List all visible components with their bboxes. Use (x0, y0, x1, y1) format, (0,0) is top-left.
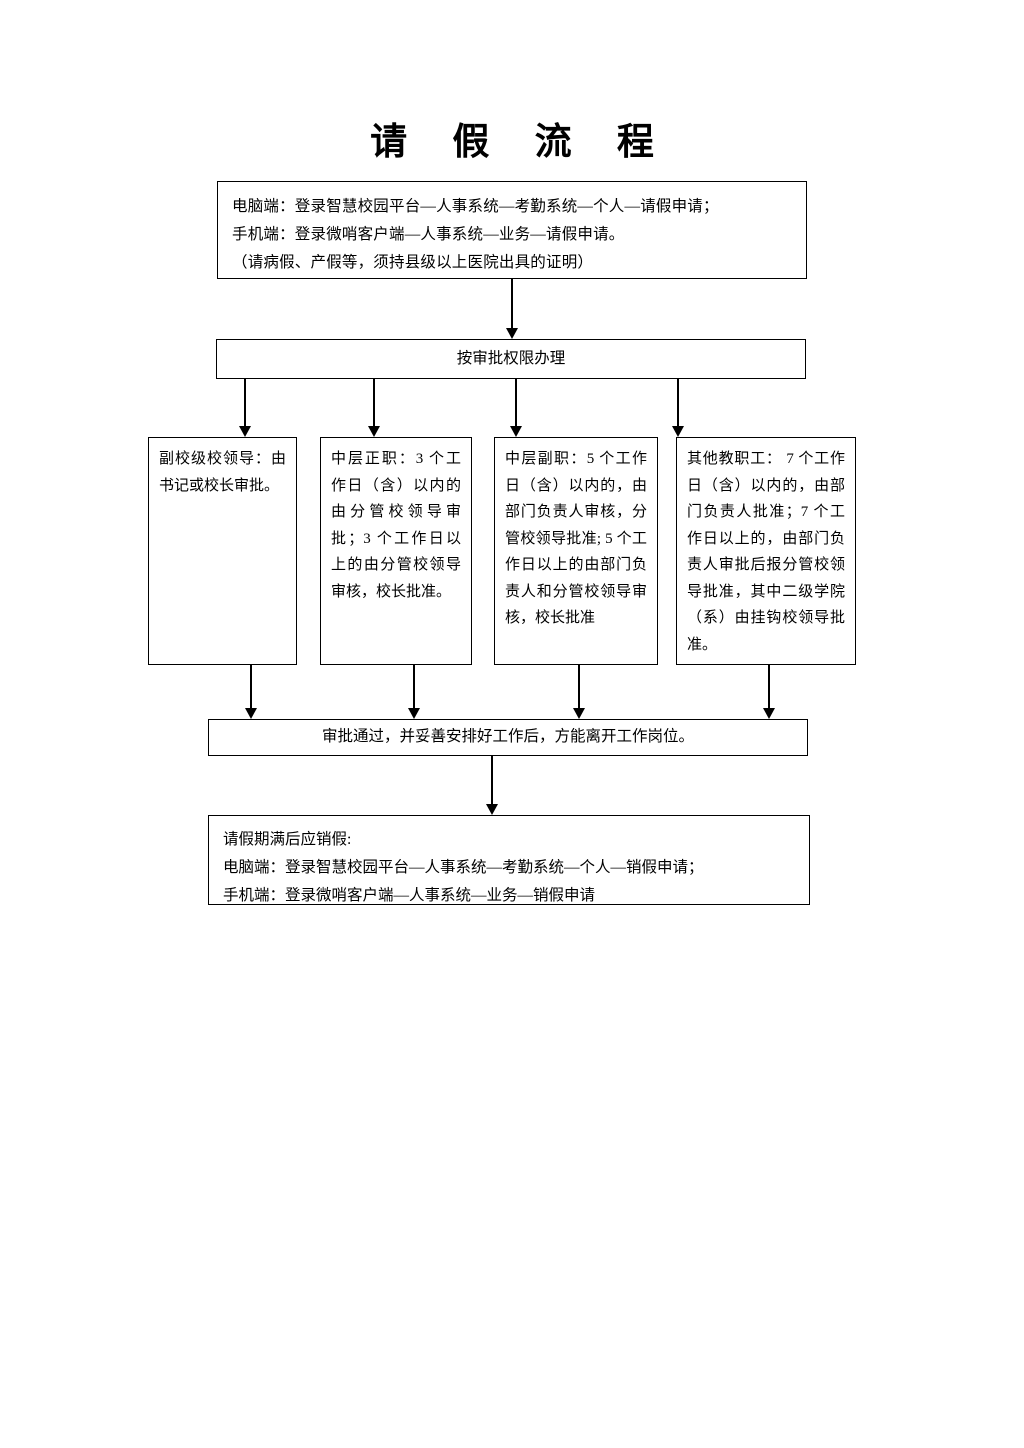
connector-line (768, 665, 770, 708)
connector-line (413, 665, 415, 708)
arrowhead-icon (485, 804, 498, 815)
page-title: 请 假 流 程 (370, 122, 672, 163)
arrowhead-icon (572, 708, 585, 719)
connector-line (244, 379, 246, 426)
node-leave-application-entry: 电脑端：登录智慧校园平台—人事系统—考勤系统—个人—请假申请； 手机端：登录微哨… (217, 181, 807, 279)
node-mid-level-chief: 中层正职：3 个工作日（含）以内的由分管校领导审批；3 个工作日以上的由分管校领… (320, 437, 472, 665)
node-vice-principal-level: 副校级校领导：由书记或校长审批。 (148, 437, 297, 665)
arrowhead-icon (407, 708, 420, 719)
node-mid-level-chief-text: 中层正职：3 个工作日（含）以内的由分管校领导审批；3 个工作日以上的由分管校领… (331, 451, 461, 600)
node-approved-then-leave: 审批通过，并妥善安排好工作后，方能离开工作岗位。 (208, 719, 808, 756)
node-approved-then-leave-text: 审批通过，并妥善安排好工作后，方能离开工作岗位。 (321, 728, 694, 746)
arrowhead-icon (244, 708, 257, 719)
connector-line (250, 665, 252, 708)
node-approval-authority: 按审批权限办理 (216, 339, 806, 379)
node-mid-level-deputy: 中层副职：5 个工作日（含）以内的，由部门负责人审核，分管校领导批准; 5 个工… (494, 437, 658, 665)
node-approval-authority-text: 按审批权限办理 (456, 349, 566, 367)
arrowhead-icon (238, 426, 251, 437)
connector-line (373, 379, 375, 426)
connector-line (491, 756, 493, 804)
arrowhead-icon (509, 426, 522, 437)
arrowhead-icon (505, 328, 518, 339)
node-other-staff: 其他教职工： 7 个工作日（含）以内的，由部门负责人批准；7 个工作日以上的，由… (676, 437, 856, 665)
node-vice-principal-level-text: 副校级校领导：由书记或校长审批。 (159, 451, 286, 494)
arrowhead-icon (762, 708, 775, 719)
arrowhead-icon (367, 426, 380, 437)
connector-line (578, 665, 580, 708)
node-mid-level-deputy-text: 中层副职：5 个工作日（含）以内的，由部门负责人审核，分管校领导批准; 5 个工… (505, 451, 647, 626)
node-cancel-leave-entry: 请假期满后应销假: 电脑端：登录智慧校园平台—人事系统—考勤系统—个人—销假申请… (208, 815, 810, 905)
connector-line (515, 379, 517, 426)
arrowhead-icon (671, 426, 684, 437)
connector-line (677, 379, 679, 426)
node-other-staff-text: 其他教职工： 7 个工作日（含）以内的，由部门负责人批准；7 个工作日以上的，由… (687, 451, 845, 653)
node-cancel-leave-entry-text: 请假期满后应销假: 电脑端：登录智慧校园平台—人事系统—考勤系统—个人—销假申请… (223, 831, 704, 904)
connector-line (511, 279, 513, 328)
node-leave-application-entry-text: 电脑端：登录智慧校园平台—人事系统—考勤系统—个人—请假申请； 手机端：登录微哨… (232, 198, 719, 271)
